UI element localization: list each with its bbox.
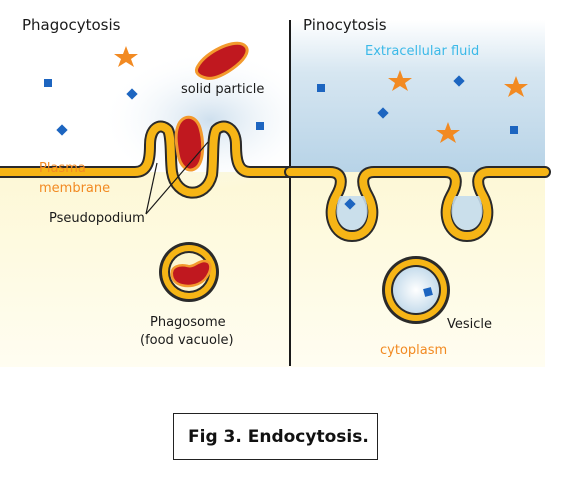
solid-particle-label: solid particle bbox=[181, 82, 264, 97]
extracellular-fluid-region bbox=[290, 20, 545, 172]
solid-particle-engulfed bbox=[174, 115, 205, 172]
phagosome bbox=[159, 242, 219, 302]
molecule-stars bbox=[114, 46, 528, 143]
star-icon bbox=[114, 46, 138, 67]
star-icon bbox=[504, 76, 528, 97]
vesicle-label: Vesicle bbox=[447, 317, 492, 332]
square-icon bbox=[256, 122, 264, 130]
cytoplasm-label: cytoplasm bbox=[380, 343, 447, 358]
plasma-membrane-label-line1: Plasma bbox=[39, 161, 86, 176]
square-icon bbox=[344, 198, 356, 210]
plasma-membrane-label-line2: membrane bbox=[39, 181, 110, 196]
figure-caption-text: Fig 3. Endocytosis. bbox=[188, 426, 369, 447]
pinocytosis-title: Pinocytosis bbox=[303, 16, 387, 34]
square-icon bbox=[510, 126, 518, 134]
vesicle bbox=[382, 256, 450, 324]
pseudopodium-pointers bbox=[145, 141, 209, 215]
extracellular-fluid-label: Extracellular fluid bbox=[365, 44, 479, 59]
solid-particle-free bbox=[194, 41, 249, 80]
square-icon bbox=[317, 84, 325, 92]
phagosome-label-line2: (food vacuole) bbox=[140, 333, 234, 348]
phagosome-label-line1: Phagosome bbox=[150, 315, 226, 330]
phagocytosis-membrane bbox=[0, 120, 296, 199]
pseudopodium-label: Pseudopodium bbox=[49, 211, 145, 226]
figure-caption: Fig 3. Endocytosis. bbox=[173, 413, 378, 460]
phagocytosis-title: Phagocytosis bbox=[22, 16, 121, 34]
star-icon bbox=[388, 70, 412, 91]
pinocytosis-membrane bbox=[284, 166, 551, 242]
star-icon bbox=[436, 122, 460, 143]
square-icon bbox=[44, 79, 52, 87]
